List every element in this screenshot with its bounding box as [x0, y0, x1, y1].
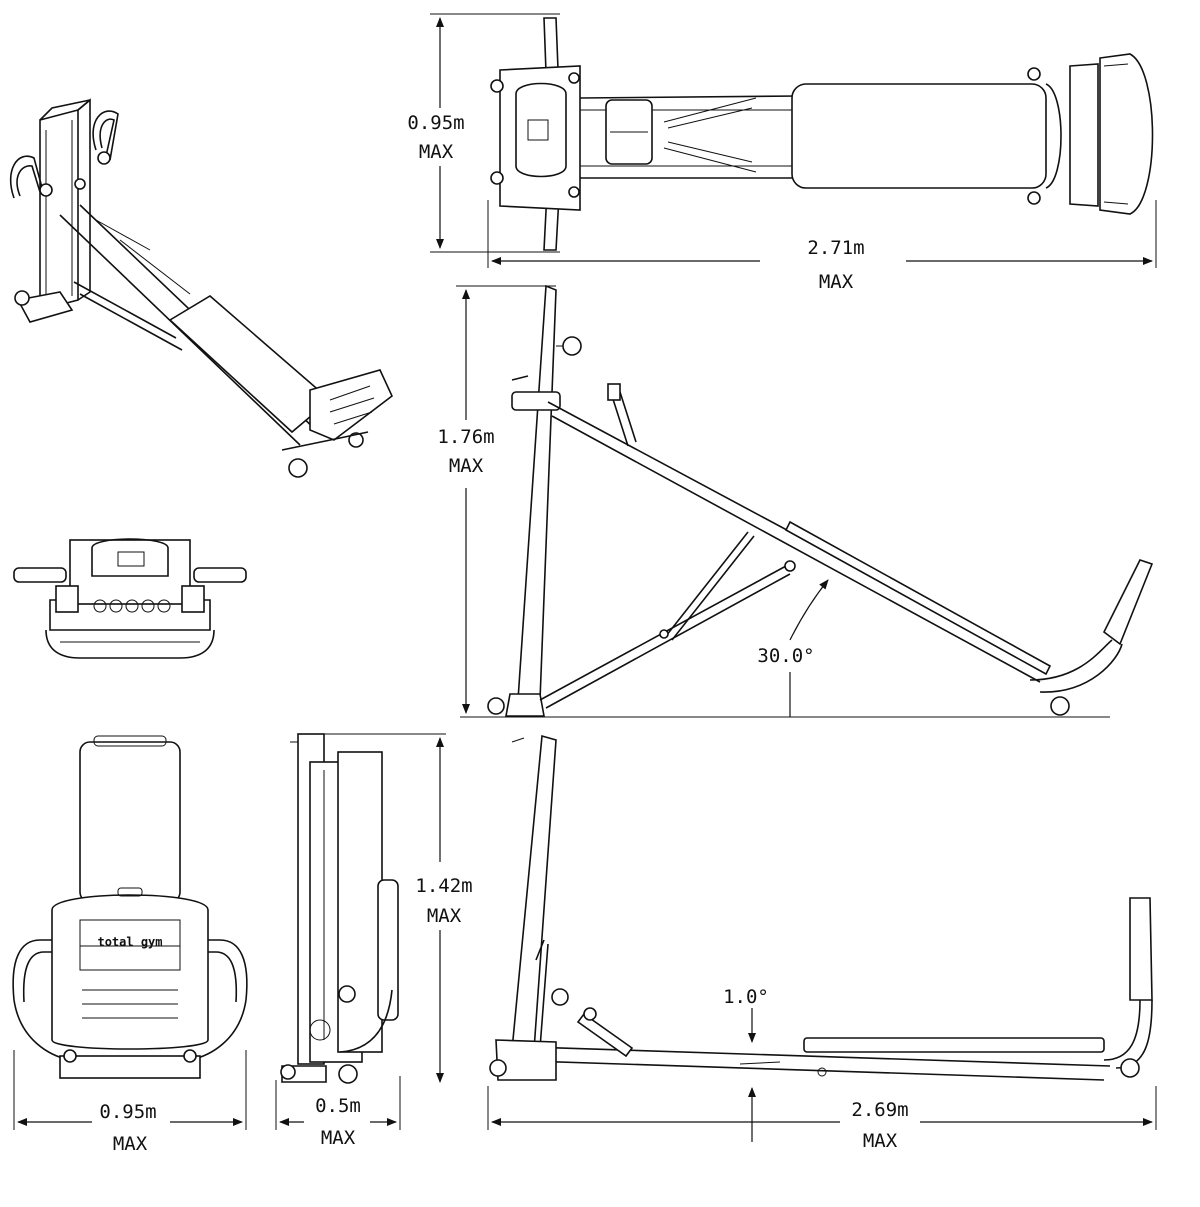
top-width-value: 0.95m	[407, 112, 464, 134]
front-width-unit: MAX	[113, 1133, 148, 1155]
top-length-value: 2.71m	[807, 237, 864, 259]
incline-height-unit: MAX	[449, 455, 484, 477]
top-length-unit: MAX	[819, 271, 854, 293]
folded-view	[280, 733, 399, 1084]
folded-height-value: 1.42m	[415, 875, 472, 897]
folded-depth-value: 0.5m	[315, 1095, 361, 1117]
flat-length-unit: MAX	[863, 1130, 898, 1152]
flat-angle-value: 1.0°	[723, 986, 769, 1008]
folded-depth-unit: MAX	[321, 1127, 356, 1149]
incline-angle-value: 30.0°	[757, 645, 814, 667]
isometric-view	[9, 98, 393, 478]
dimension-lines	[13, 13, 1157, 1142]
front-view	[13, 538, 247, 659]
brand-label: total gym	[97, 935, 162, 949]
flat-side-view	[489, 734, 1153, 1081]
top-view	[490, 17, 1154, 251]
rear-view	[12, 735, 248, 1079]
incline-height-value: 1.76m	[437, 426, 494, 448]
top-width-unit: MAX	[419, 141, 454, 163]
dimension-labels: 0.95m MAX 2.71m MAX 1.76m MAX 30.0° 0.95…	[97, 112, 908, 1155]
front-width-value: 0.95m	[99, 1101, 156, 1123]
flat-length-value: 2.69m	[851, 1099, 908, 1121]
incline-side-view	[460, 284, 1154, 718]
folded-height-unit: MAX	[427, 905, 462, 927]
